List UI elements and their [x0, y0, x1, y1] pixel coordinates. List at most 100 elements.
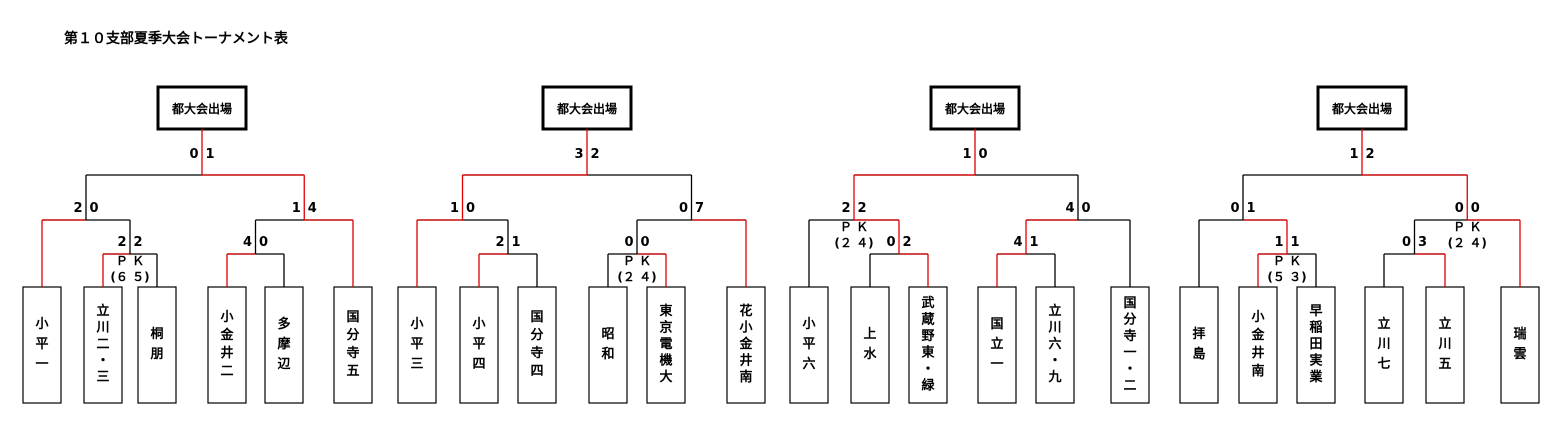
team-name-char: 六 — [1048, 336, 1061, 352]
final-match-score-left: 3 — [574, 147, 583, 162]
semi-match-score-left: 2 — [73, 201, 82, 216]
team-name-char: 一 — [1123, 345, 1136, 360]
team-box — [1425, 286, 1465, 404]
team-name: 花小金井南 — [738, 303, 753, 385]
team-box — [264, 286, 304, 404]
team-name-char: 井 — [739, 353, 752, 369]
final-match-score-right: 2 — [1365, 147, 1374, 162]
team-name-char: 金 — [738, 336, 753, 352]
team-name-char: ・ — [1048, 354, 1061, 369]
team-name-char: 南 — [739, 369, 752, 385]
team-name: 立川六・九 — [1047, 303, 1061, 385]
semi-match-score-right: 2 — [857, 201, 866, 216]
champion-label: 都大会出場 — [171, 101, 232, 116]
champion-box — [1316, 85, 1408, 131]
team-box — [977, 286, 1017, 404]
semi-match-score-right: 0 — [89, 201, 98, 216]
team-name-char: 立 — [1438, 316, 1451, 332]
team-name: 小平四 — [472, 317, 485, 372]
semi-match-score-left: 0 — [1230, 201, 1239, 216]
sub-match-score-left: 2 — [495, 235, 504, 250]
sub-match-score-left: 0 — [886, 235, 895, 250]
team-name: 小平三 — [410, 317, 423, 372]
champion-box — [156, 85, 248, 131]
team-box — [137, 286, 177, 404]
semi-match-score-left: 0 — [679, 201, 688, 216]
team-box — [726, 286, 766, 404]
team-name-char: 分 — [530, 327, 543, 343]
sub-match-score-left: 4 — [1013, 235, 1022, 250]
sub-pk-score: (２ ４) — [617, 270, 656, 284]
team-name-char: 二 — [220, 364, 233, 379]
sub-match-score-right: 0 — [640, 235, 649, 250]
semi-pk-score: (２ ４) — [1448, 236, 1487, 250]
team-name-char: 小 — [472, 317, 485, 332]
team-name: 早稲田実業 — [1308, 304, 1323, 385]
team-name-char: 業 — [1308, 369, 1323, 385]
team-name-char: 立 — [1377, 316, 1390, 332]
final-match-score-left: 1 — [962, 147, 971, 162]
team-name: 国分寺四 — [530, 310, 543, 379]
team-name-char: 立 — [1048, 303, 1061, 319]
team-name-char: 井 — [1251, 345, 1264, 361]
champion-label: 都大会出場 — [556, 101, 617, 116]
team-name-char: 小 — [220, 310, 233, 325]
team-name-char: ・ — [1123, 362, 1136, 377]
team-name-char: 小 — [35, 317, 48, 332]
team-name-char: 大 — [659, 369, 672, 385]
champion-box — [541, 85, 633, 131]
team-name-char: 早 — [1309, 304, 1322, 319]
page-title: 第１０支部夏季大会トーナメント表 — [64, 31, 288, 47]
team-name-char: 水 — [863, 346, 877, 362]
sub-pk-score: (５ ３) — [1267, 270, 1306, 284]
team-name-char: 緑 — [921, 377, 935, 393]
team-name-char: 国 — [1123, 296, 1136, 311]
semi-match-score-right: 0 — [1471, 201, 1480, 216]
sub-match-score-right: 1 — [1029, 235, 1038, 250]
team-name-char: 平 — [410, 337, 423, 352]
team-box — [908, 286, 948, 404]
team-name-char: 小 — [802, 317, 815, 332]
team-box — [333, 286, 373, 404]
sub-match-score-left: 1 — [1274, 235, 1283, 250]
team-name-char: 実 — [1309, 353, 1322, 369]
team-box — [459, 286, 499, 404]
team-box — [1364, 286, 1404, 404]
team-box — [22, 286, 62, 404]
semi-match-score-left: 1 — [450, 201, 459, 216]
team-name-char: 六 — [802, 356, 815, 372]
team-name-char: 井 — [220, 345, 233, 361]
final-match-score-left: 0 — [189, 147, 198, 162]
team-name: 桐朋 — [149, 326, 163, 362]
team-name-char: 平 — [35, 337, 48, 352]
team-name-char: 蔵 — [921, 311, 934, 327]
team-name-char: 川 — [1047, 321, 1061, 336]
team-name-char: 国 — [346, 310, 359, 325]
semi-match-score-left: 2 — [841, 201, 850, 216]
team-name: 立川二・三 — [95, 303, 109, 385]
sub-match-score-left: 2 — [117, 235, 126, 250]
team-name-char: 雲 — [1513, 346, 1526, 362]
team-name-char: 稲 — [1309, 320, 1322, 336]
team-box — [850, 286, 890, 404]
semi-match-score-right: 0 — [1081, 201, 1090, 216]
team-name-char: 和 — [601, 346, 614, 362]
team-name-char: 京 — [659, 320, 672, 336]
semi-match-score-right: 1 — [1246, 201, 1255, 216]
team-name: 国分寺一・二 — [1123, 296, 1136, 394]
sub-match-score-right: 2 — [902, 235, 911, 250]
team-name-char: 立 — [96, 303, 109, 319]
team-name: 武蔵野東・緑 — [921, 295, 935, 394]
team-name-char: 分 — [346, 327, 359, 343]
team-name-char: 桐 — [150, 326, 163, 342]
team-name: 国分寺五 — [346, 310, 359, 379]
team-name: 拝島 — [1192, 326, 1205, 362]
team-box — [1179, 286, 1219, 404]
team-name-char: 朋 — [149, 347, 163, 362]
team-name: 小金井南 — [1250, 310, 1265, 379]
final-match-score-right: 2 — [590, 147, 599, 162]
final-match-score-right: 1 — [205, 147, 214, 162]
team-box — [1110, 286, 1150, 404]
team-name-char: 寺 — [530, 345, 543, 361]
